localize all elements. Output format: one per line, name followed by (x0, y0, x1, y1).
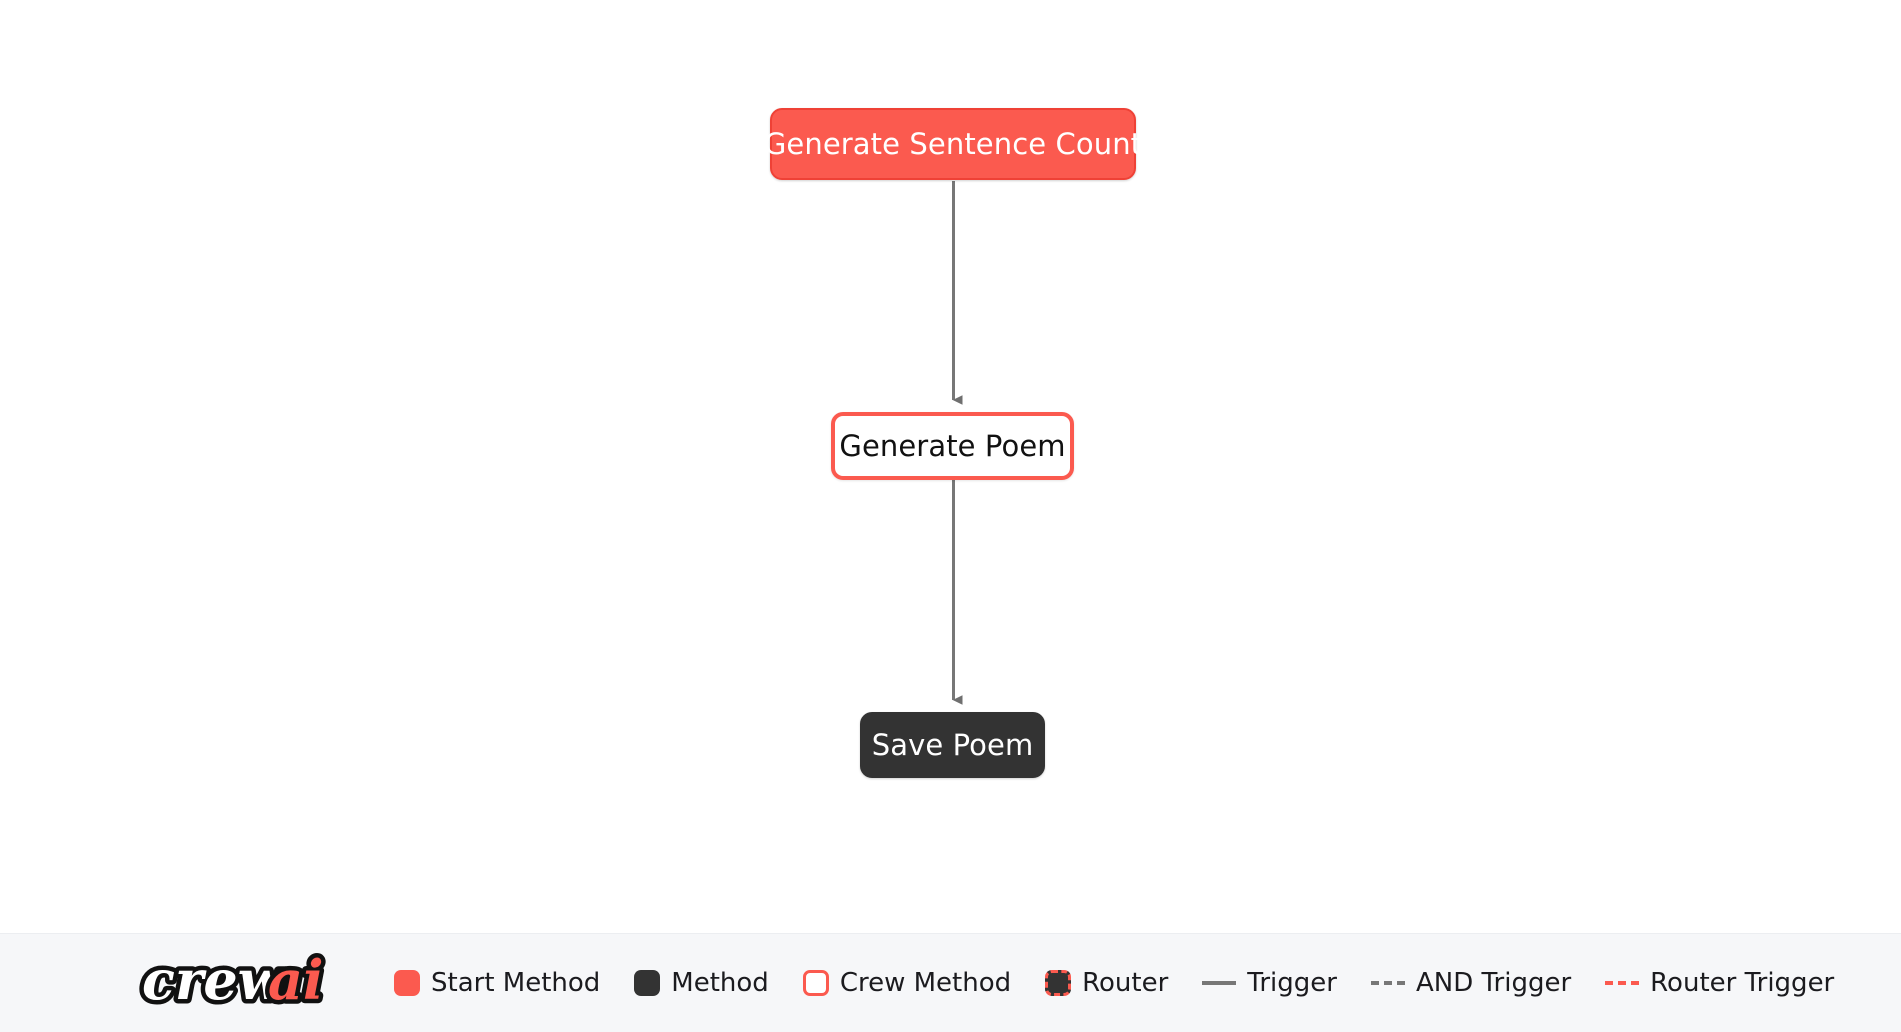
crewai-logo-outline-ai: ai (268, 948, 324, 1012)
crewai-logo: crew crew ai ai (138, 947, 329, 1017)
legend-bar: crew crew ai ai Start Method Method Crew… (0, 933, 1901, 1032)
legend-item-method: Method (634, 970, 769, 996)
legend-label: Trigger (1247, 968, 1337, 998)
legend-item-trigger: Trigger (1202, 970, 1337, 996)
flow-node-label: Save Poem (871, 727, 1034, 762)
crew-method-swatch-icon (802, 970, 829, 996)
trigger-line-icon (1202, 981, 1237, 985)
flow-node-save-poem[interactable]: Save Poem (860, 712, 1045, 778)
crewai-logo-text-crew: crew (142, 948, 287, 1012)
legend-label: Start Method (431, 968, 601, 998)
and-trigger-line-icon (1370, 981, 1405, 985)
legend-item-start-method: Start Method (394, 970, 600, 996)
legend-label: Router (1082, 968, 1169, 998)
crewai-logo-outline-crew: crew (142, 948, 287, 1012)
legend-items: Start Method Method Crew Method Router T… (394, 970, 1834, 996)
legend-item-router-trigger: Router Trigger (1605, 970, 1834, 996)
flow-node-label: Generate Sentence Count (763, 126, 1143, 161)
legend-label: Method (671, 968, 769, 998)
legend-label: Router Trigger (1650, 968, 1835, 998)
legend-label: AND Trigger (1415, 968, 1572, 998)
flow-node-generate-sentence-count[interactable]: Generate Sentence Count (764, 108, 1142, 180)
legend-label: Crew Method (839, 968, 1012, 998)
flow-node-label: Generate Poem (839, 428, 1066, 463)
legend-item-router: Router (1045, 970, 1168, 996)
method-swatch-icon (634, 970, 661, 996)
start-method-swatch-icon (394, 970, 420, 996)
router-swatch-icon (1045, 970, 1072, 996)
flow-node-generate-poem[interactable]: Generate Poem (831, 412, 1074, 480)
legend-item-and-trigger: AND Trigger (1370, 968, 1572, 998)
legend-item-crew-method: Crew Method (802, 968, 1012, 998)
router-trigger-line-icon (1605, 981, 1640, 985)
crewai-logo-text-ai: ai (268, 948, 324, 1012)
flow-canvas[interactable]: Generate Sentence Count Generate Poem Sa… (0, 0, 1901, 933)
